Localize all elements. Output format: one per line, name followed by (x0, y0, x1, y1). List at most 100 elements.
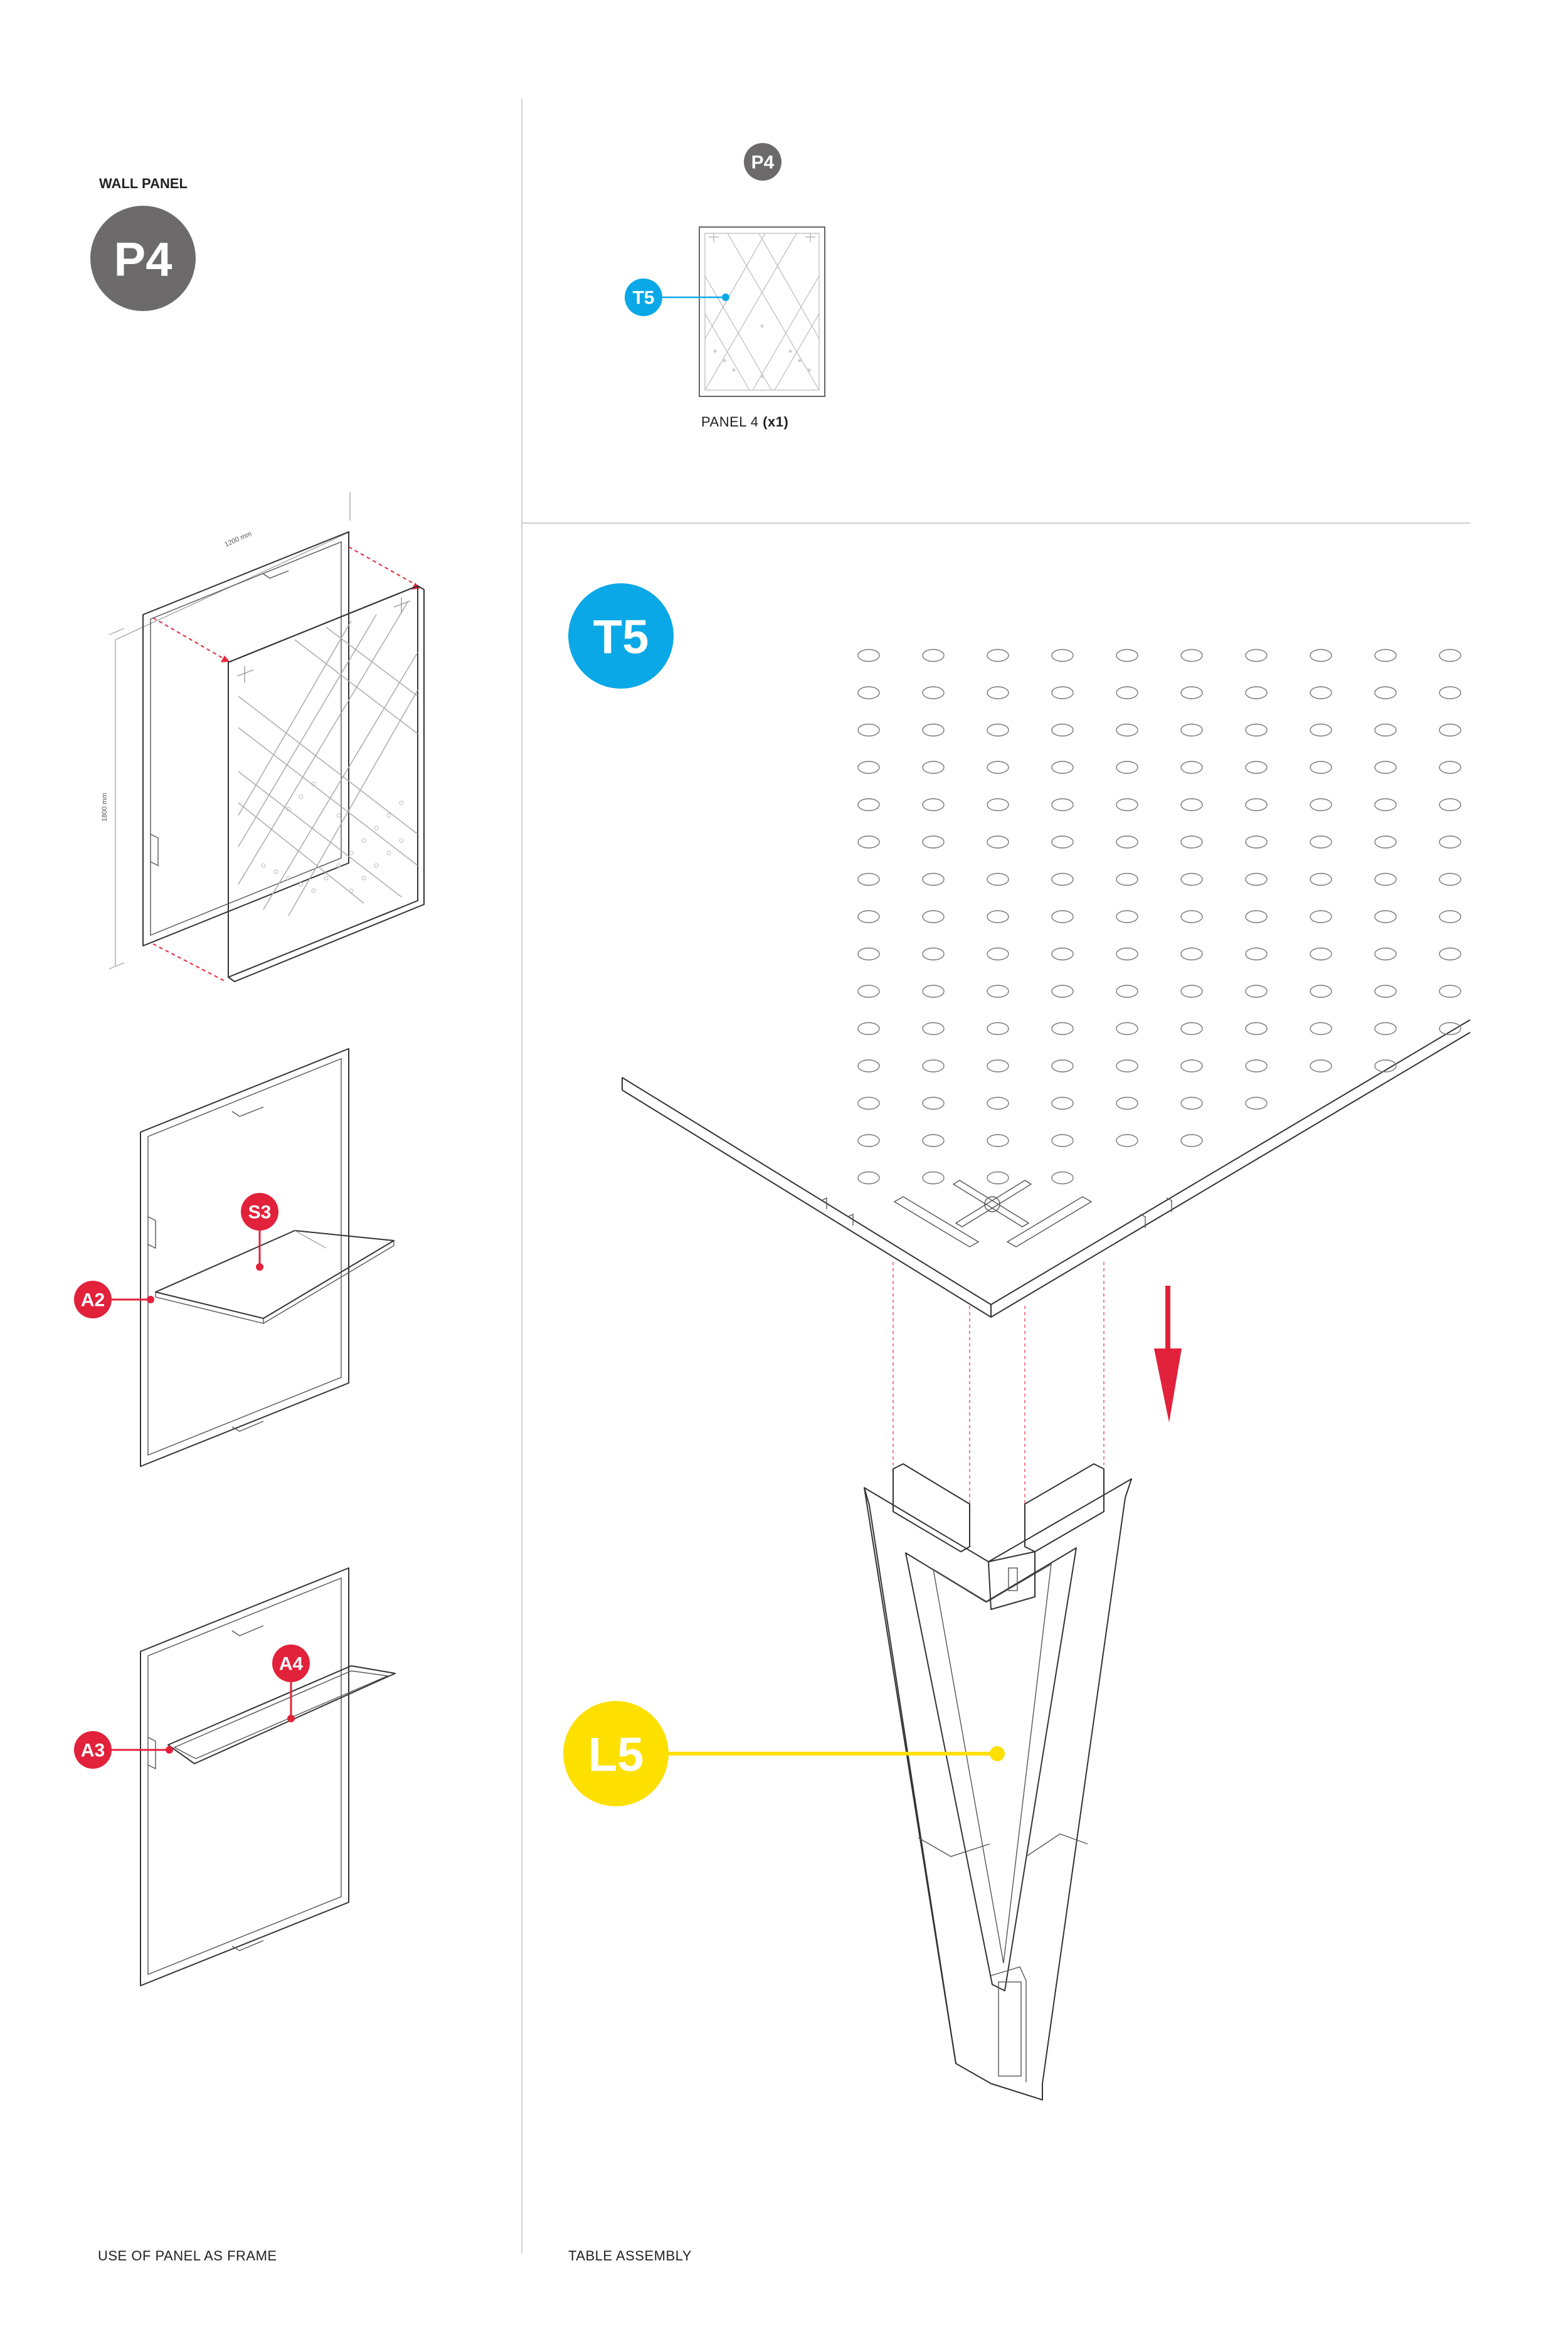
peg-hole (1374, 947, 1397, 961)
peg-hole (857, 686, 880, 699)
wall-panel-label: WALL PANEL (99, 176, 188, 191)
peg-hole (1116, 761, 1138, 774)
peg-hole (1310, 798, 1332, 812)
peg-hole (1310, 649, 1332, 662)
peg-hole (1310, 910, 1332, 923)
peg-hole (1439, 649, 1461, 662)
peg-hole (1180, 1059, 1203, 1073)
peg-hole (1051, 1022, 1074, 1036)
peg-hole (1310, 985, 1332, 998)
p4-large-badge: P4 (90, 206, 196, 311)
peg-hole (1180, 1096, 1203, 1110)
peg-hole (1439, 1022, 1461, 1036)
peg-hole (1180, 723, 1203, 737)
peg-hole (857, 1134, 880, 1147)
peg-hole (987, 985, 1009, 998)
peg-hole (1180, 649, 1203, 662)
peg-hole (1180, 835, 1203, 849)
peg-hole (1116, 723, 1138, 737)
peg-hole (1439, 947, 1461, 961)
panel-4-caption: PANEL 4 (x1) (701, 414, 788, 430)
a2-badge: A2 (74, 1281, 112, 1318)
peg-hole (1439, 686, 1461, 699)
peg-hole (1051, 872, 1074, 886)
p4-large-badge-text: P4 (114, 233, 172, 287)
peg-hole (987, 910, 1009, 923)
peg-hole (1116, 835, 1138, 849)
frame-with-shelf (108, 1048, 395, 1467)
peg-hole (1116, 1022, 1138, 1036)
peg-hole (922, 1022, 945, 1036)
peg-hole (1051, 1134, 1074, 1147)
peg-hole (987, 686, 1009, 699)
peg-hole (857, 985, 880, 998)
peg-hole (857, 761, 880, 774)
peg-hole (1051, 761, 1074, 774)
peg-hole (857, 723, 880, 737)
panel-4-caption-name: PANEL 4 (701, 414, 759, 430)
peg-hole (1116, 1096, 1138, 1110)
a2-badge-text: A2 (81, 1290, 105, 1311)
peg-hole (1116, 1059, 1138, 1073)
peg-hole (1245, 761, 1268, 774)
peg-hole (987, 1096, 1009, 1110)
peg-hole (1439, 761, 1461, 774)
peg-hole (1439, 798, 1461, 812)
peg-hole (857, 798, 880, 812)
s3-badge: S3 (241, 1193, 278, 1231)
peg-hole (1180, 1134, 1203, 1147)
peg-hole (1180, 910, 1203, 923)
peg-hole (1180, 947, 1203, 961)
peg-hole (1051, 1096, 1074, 1110)
peg-hole (922, 947, 945, 961)
peg-hole (1374, 723, 1397, 737)
peg-hole (1116, 798, 1138, 812)
peg-hole (1245, 910, 1268, 923)
s3-badge-text: S3 (248, 1202, 272, 1223)
peg-hole (1310, 723, 1332, 737)
peg-hole (1116, 686, 1138, 699)
footer-right-label: TABLE ASSEMBLY (568, 2248, 692, 2264)
peg-hole (1245, 872, 1268, 886)
peg-hole (1439, 723, 1461, 737)
wall-panel-exploded: 1200 mm 1800 mm (101, 492, 425, 982)
peg-hole (1245, 835, 1268, 849)
t5-small-badge-text: T5 (632, 288, 654, 309)
peg-hole (922, 835, 945, 849)
peg-hole (857, 649, 880, 662)
peg-hole (1180, 872, 1203, 886)
l5-badge-text: L5 (588, 1729, 644, 1782)
peg-hole (987, 723, 1009, 737)
peg-hole (1245, 649, 1268, 662)
panel-4-caption-qty: (x1) (763, 414, 789, 430)
table-leg (660, 1463, 1132, 2100)
peg-hole (1374, 835, 1397, 849)
peg-hole (857, 1022, 880, 1036)
peg-hole (857, 872, 880, 886)
peg-hole (857, 910, 880, 923)
peg-hole (1310, 1059, 1332, 1073)
peg-hole (1051, 910, 1074, 923)
peg-hole (1180, 985, 1203, 998)
peg-hole (1180, 1022, 1203, 1036)
peg-hole (1180, 798, 1203, 812)
peg-hole (1374, 798, 1397, 812)
peg-hole (922, 649, 945, 662)
peg-hole (922, 872, 945, 886)
peg-hole (1439, 910, 1461, 923)
peg-hole (1051, 1059, 1074, 1073)
a3-badge-text: A3 (81, 1740, 105, 1761)
a3-badge: A3 (74, 1731, 112, 1769)
footer-left-label: USE OF PANEL AS FRAME (98, 2248, 277, 2264)
peg-hole (1245, 798, 1268, 812)
peg-hole (1245, 985, 1268, 998)
peg-hole (1310, 1022, 1332, 1036)
table-top (622, 649, 1471, 1318)
peg-hole (1051, 649, 1074, 662)
height-dimension: 1800 mm (101, 793, 109, 822)
peg-hole (1439, 835, 1461, 849)
l5-badge: L5 (563, 1701, 669, 1806)
p4-small-badge-text: P4 (751, 152, 775, 173)
peg-hole (1310, 686, 1332, 699)
